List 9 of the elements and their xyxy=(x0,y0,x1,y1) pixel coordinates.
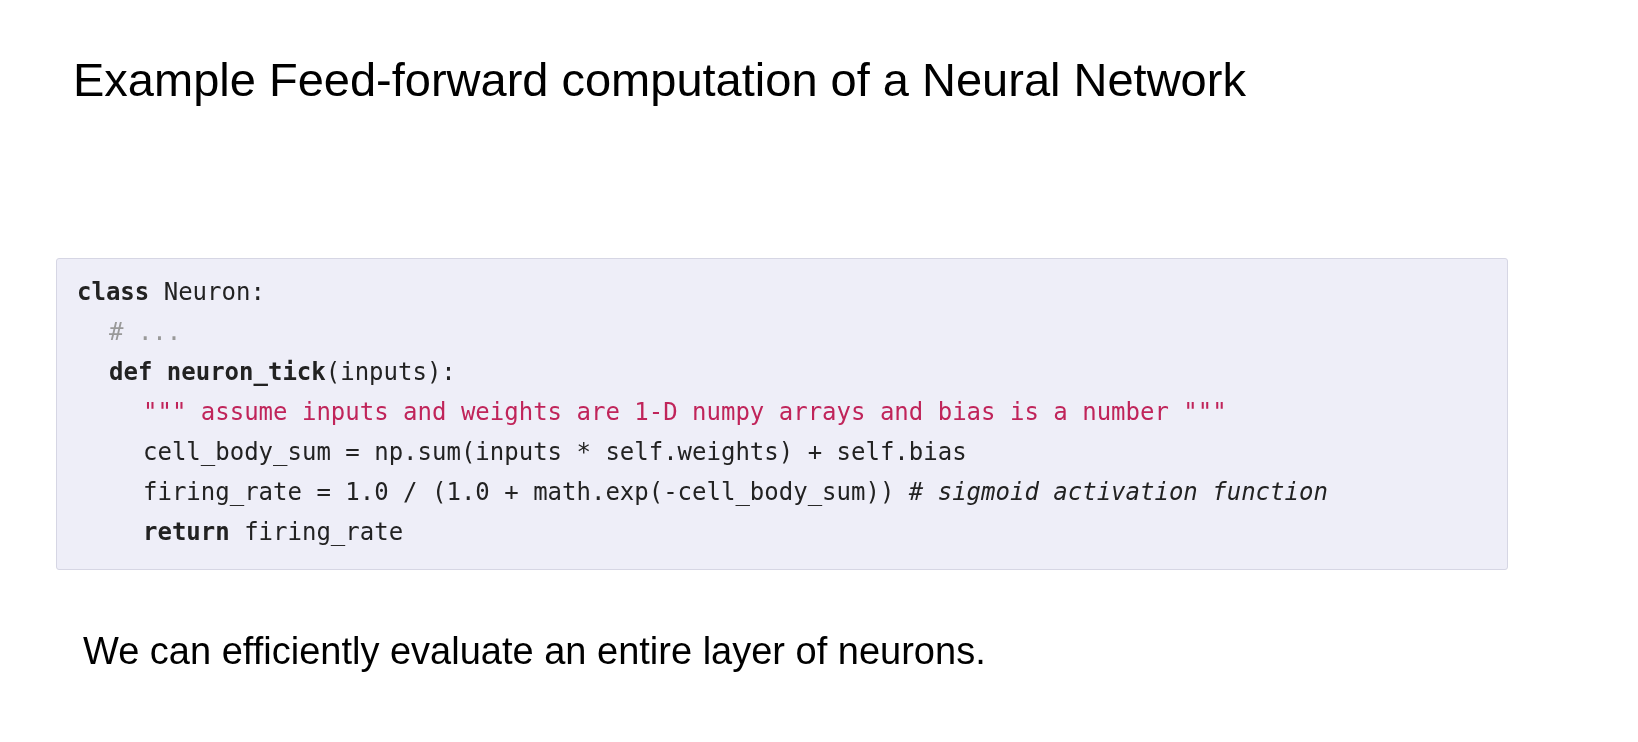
code-line: def neuron_tick(inputs): xyxy=(109,357,456,387)
code-line: """ assume inputs and weights are 1-D numpy arrays and bias is a number """ xyxy=(143,397,1227,427)
slide-title: Example Feed-forward computation of a Neural Network xyxy=(73,52,1246,107)
code-line: # ... xyxy=(109,317,182,347)
slide-caption: We can efficiently evaluate an entire layer of neurons. xyxy=(83,630,986,673)
code-line: return firing_rate xyxy=(143,517,404,547)
code-line: class Neuron: xyxy=(77,277,265,307)
code-line: firing_rate = 1.0 / (1.0 + math.exp(-cell_body_sum)) # sigmoid activation function xyxy=(143,477,1328,507)
code-line: cell_body_sum = np.sum(inputs * self.weights) + self.bias xyxy=(143,437,967,467)
